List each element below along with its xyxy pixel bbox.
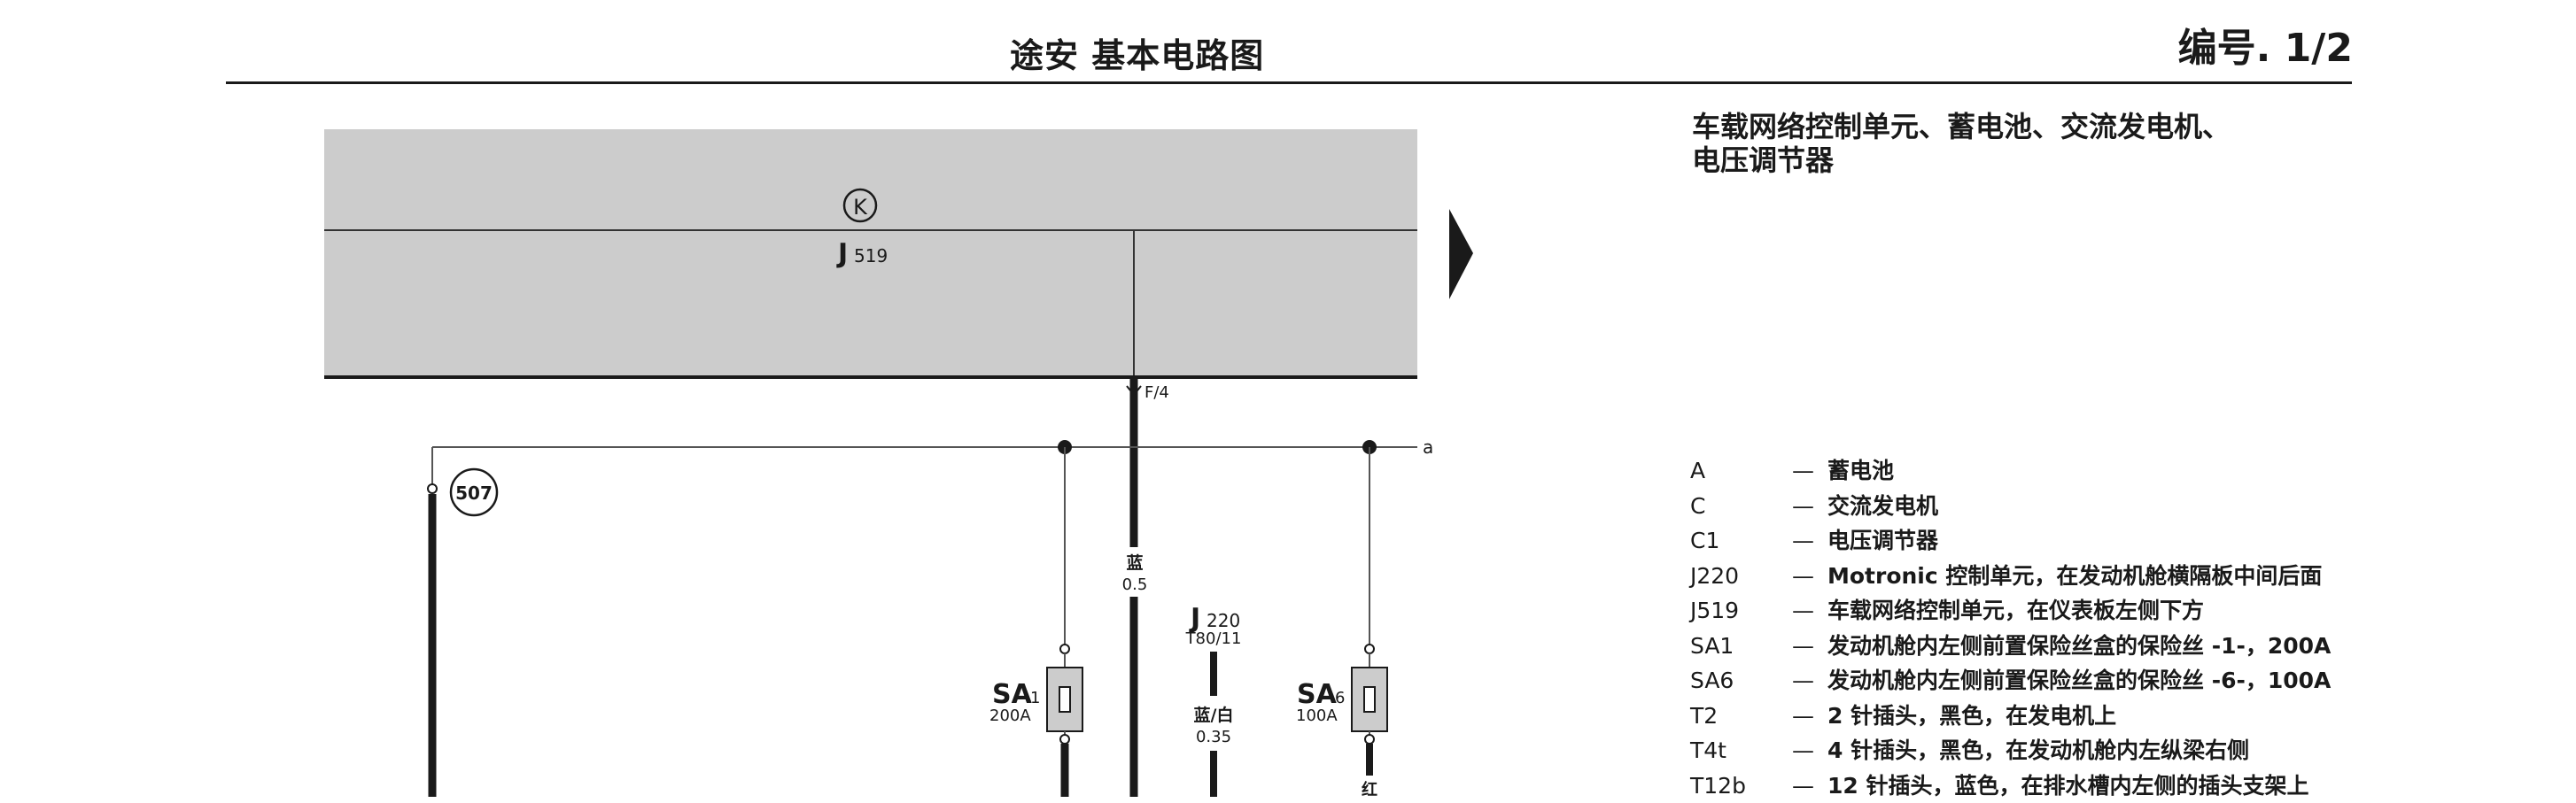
component-legend: A—蓄电池 C—交流发电机 C1—电压调节器 J220—Motronic 控制单… [1690,453,2331,803]
legend-desc: 交流发电机 [1827,489,1938,524]
node-507-label: 507 [455,483,493,504]
sa1-label-sub: 1 [1030,689,1040,707]
legend-desc: Motronic 控制单元，在发动机舱横隔板中间后面 [1827,559,2322,594]
legend-row: J220—Motronic 控制单元，在发动机舱横隔板中间后面 [1690,559,2331,594]
legend-dash: — [1792,523,1827,559]
sa1-terminal-bottom [1060,735,1069,744]
wire2-color-label: 蓝/白 [1194,705,1234,725]
j519-label-main: J [836,238,848,269]
sa6-label-main: SA [1297,679,1338,710]
legend-desc: 4 针插头，黑色，在发动机舱内左纵梁右侧 [1827,733,2249,768]
legend-desc: 12 针插头，蓝色，在排水槽内左侧的插头支架上 [1827,768,2309,803]
sa6-rating: 100A [1296,706,1338,725]
legend-desc: 电压调节器 [1827,523,1938,559]
legend-dash: — [1792,559,1827,594]
j220-pin-label: T80/11 [1185,629,1242,648]
legend-code: T2 [1690,699,1792,734]
legend-dash: — [1792,453,1827,489]
legend-code: J519 [1690,593,1792,629]
legend-code: A [1690,453,1792,489]
j519-label-sub: 519 [854,245,888,266]
wire2-size-label: 0.35 [1196,728,1231,746]
left-branch-terminal [428,484,437,493]
legend-row: T2—2 针插头，黑色，在发电机上 [1690,699,2331,734]
legend-code: T4t [1690,733,1792,768]
legend-row: SA6—发动机舱内左侧前置保险丝盒的保险丝 -6-，100A [1690,663,2331,699]
legend-row: C—交流发电机 [1690,489,2331,524]
legend-row: T12b—12 针插头，蓝色，在排水槽内左侧的插头支架上 [1690,768,2331,803]
pin-f4-label: F/4 [1144,383,1169,402]
wire1-size-label: 0.5 [1122,575,1148,594]
connection-a-label: a [1423,436,1433,458]
legend-code: C [1690,489,1792,524]
sa1-terminal-top [1060,645,1069,653]
legend-code: C1 [1690,523,1792,559]
legend-row: T4t—4 针插头，黑色，在发动机舱内左纵梁右侧 [1690,733,2331,768]
legend-desc: 蓄电池 [1827,453,1894,489]
legend-row: J519—车载网络控制单元，在仪表板左侧下方 [1690,593,2331,629]
continue-arrow-icon [1449,209,1473,299]
sa1-fuse-element [1059,687,1070,712]
wire3-color-label: 红 [1362,780,1377,797]
legend-desc: 2 针插头，黑色，在发电机上 [1827,699,2116,734]
sa1-rating: 200A [989,706,1031,725]
wire1-color-label: 蓝 [1126,552,1143,573]
legend-dash: — [1792,489,1827,524]
sa1-label-main: SA [992,679,1033,710]
legend-dash: — [1792,733,1827,768]
sa6-terminal-top [1365,645,1374,653]
j220-label-sub: 220 [1207,610,1240,631]
legend-code: SA6 [1690,663,1792,699]
legend-code: SA1 [1690,629,1792,664]
legend-code: T12b [1690,768,1792,803]
legend-dash: — [1792,593,1827,629]
legend-row: A—蓄电池 [1690,453,2331,489]
legend-dash: — [1792,699,1827,734]
legend-row: C1—电压调节器 [1690,523,2331,559]
legend-desc: 发动机舱内左侧前置保险丝盒的保险丝 -1-，200A [1827,629,2331,664]
legend-dash: — [1792,768,1827,803]
legend-desc: 发动机舱内左侧前置保险丝盒的保险丝 -6-，100A [1827,663,2331,699]
sa6-fuse-element [1364,687,1375,712]
legend-row: SA1—发动机舱内左侧前置保险丝盒的保险丝 -1-，200A [1690,629,2331,664]
sa6-label-sub: 6 [1335,689,1345,707]
terminal-k-symbol: K [853,195,868,220]
legend-dash: — [1792,663,1827,699]
legend-code: J220 [1690,559,1792,594]
legend-dash: — [1792,629,1827,664]
legend-desc: 车载网络控制单元，在仪表板左侧下方 [1827,593,2204,629]
sa6-terminal-bottom [1365,735,1374,744]
